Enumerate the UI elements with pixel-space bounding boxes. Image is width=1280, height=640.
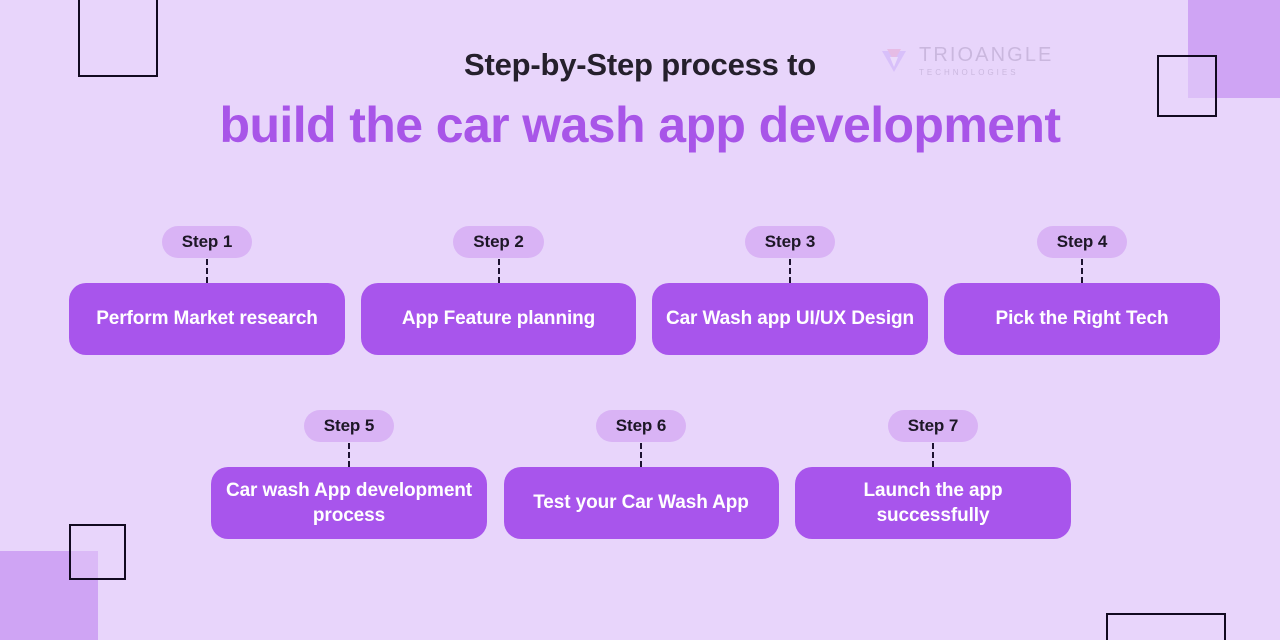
step-item-6: Step 6 Test your Car Wash App — [503, 410, 779, 539]
step-connector-3 — [789, 259, 791, 283]
step-card-2[interactable]: App Feature planning — [361, 283, 636, 355]
page-title-secondary: build the car wash app development — [219, 97, 1061, 154]
decoration-square-bottom-right-outline — [1106, 613, 1226, 640]
step-item-5: Step 5 Car wash App development process — [211, 410, 487, 539]
step-item-4: Step 4 Pick the Right Tech — [944, 226, 1220, 355]
step-card-3[interactable]: Car Wash app UI/UX Design — [652, 283, 928, 355]
decoration-square-bottom-left-outline — [69, 524, 126, 580]
trioangle-logo-icon — [878, 45, 910, 77]
brand-name: TRIOANGLE — [919, 44, 1054, 66]
step-item-1: Step 1 Perform Market research — [69, 226, 345, 355]
steps-row-top: Step 1 Perform Market research Step 2 Ap… — [69, 226, 1220, 355]
step-badge-7: Step 7 — [887, 410, 979, 442]
page-title-primary: Step-by-Step process to — [464, 47, 816, 82]
steps-row-bottom: Step 5 Car wash App development process … — [211, 410, 1071, 539]
brand-tagline: TECHNOLOGIES — [919, 68, 1019, 77]
step-badge-1: Step 1 — [161, 226, 253, 258]
step-badge-5: Step 5 — [303, 410, 395, 442]
decoration-square-top-right-outline — [1157, 55, 1217, 117]
step-card-1[interactable]: Perform Market research — [69, 283, 345, 355]
step-item-7: Step 7 Launch the app successfully — [795, 410, 1071, 539]
brand-logo: TRIOANGLE TECHNOLOGIES — [878, 40, 1053, 82]
step-card-7[interactable]: Launch the app successfully — [795, 467, 1071, 539]
step-badge-4: Step 4 — [1036, 226, 1128, 258]
step-item-3: Step 3 Car Wash app UI/UX Design — [652, 226, 928, 355]
brand-logo-text: TRIOANGLE TECHNOLOGIES — [919, 45, 1053, 77]
step-card-6[interactable]: Test your Car Wash App — [503, 467, 779, 539]
step-badge-6: Step 6 — [595, 410, 687, 442]
step-card-5[interactable]: Car wash App development process — [211, 467, 487, 539]
step-item-2: Step 2 App Feature planning — [361, 226, 636, 355]
page-title-block: Step-by-Step process to build the car wa… — [0, 47, 1280, 154]
step-connector-4 — [1081, 259, 1083, 283]
step-connector-7 — [932, 443, 934, 467]
step-badge-2: Step 2 — [453, 226, 544, 258]
step-card-4[interactable]: Pick the Right Tech — [944, 283, 1220, 355]
step-connector-5 — [348, 443, 350, 467]
decoration-square-top-left-outline — [78, 0, 158, 77]
step-connector-6 — [640, 443, 642, 467]
step-connector-2 — [497, 259, 500, 283]
step-connector-1 — [206, 259, 208, 283]
decoration-square-bottom-left-filled — [0, 551, 98, 640]
step-badge-3: Step 3 — [744, 226, 836, 258]
